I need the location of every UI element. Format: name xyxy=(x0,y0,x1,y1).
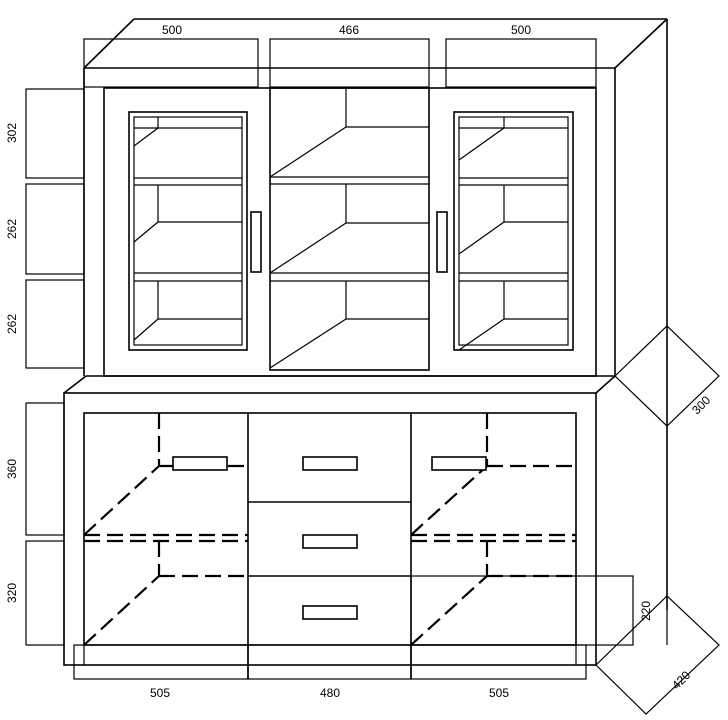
left-lower-compartment xyxy=(83,413,248,646)
lower-offset-box xyxy=(410,575,634,646)
upper-height-1-label: 302 xyxy=(5,123,19,143)
upper-height-3-label: 262 xyxy=(5,314,19,334)
lower-depth-box xyxy=(595,595,720,715)
right-door-handle xyxy=(436,211,448,273)
top-width-boxes xyxy=(83,38,597,88)
bottom-width-middle-label: 480 xyxy=(320,686,340,700)
top-width-left-label: 500 xyxy=(162,23,182,37)
bottom-width-boxes xyxy=(73,644,587,680)
left-glass-door xyxy=(128,111,248,351)
middle-open-shelves xyxy=(269,87,430,371)
lower-height-1-label: 360 xyxy=(5,459,19,479)
upper-top-perspective xyxy=(83,18,668,610)
upper-height-boxes xyxy=(25,88,85,369)
top-width-right-label: 500 xyxy=(511,23,531,37)
bottom-width-right-label: 505 xyxy=(489,686,509,700)
top-width-middle-label: 466 xyxy=(339,23,359,37)
lower-base xyxy=(63,375,616,679)
lower-height-2-label: 320 xyxy=(5,583,19,603)
drawer-handles xyxy=(302,456,358,620)
right-glass-door xyxy=(453,111,574,351)
right-lower-compartment xyxy=(410,413,576,646)
upper-depth-label: 300 xyxy=(689,393,713,417)
bottom-width-left-label: 505 xyxy=(150,686,170,700)
lower-height-boxes xyxy=(25,402,65,646)
left-door-handle xyxy=(250,211,262,273)
upper-depth-box xyxy=(614,325,720,427)
upper-height-2-label: 262 xyxy=(5,219,19,239)
lower-offset-label: 220 xyxy=(639,601,653,621)
